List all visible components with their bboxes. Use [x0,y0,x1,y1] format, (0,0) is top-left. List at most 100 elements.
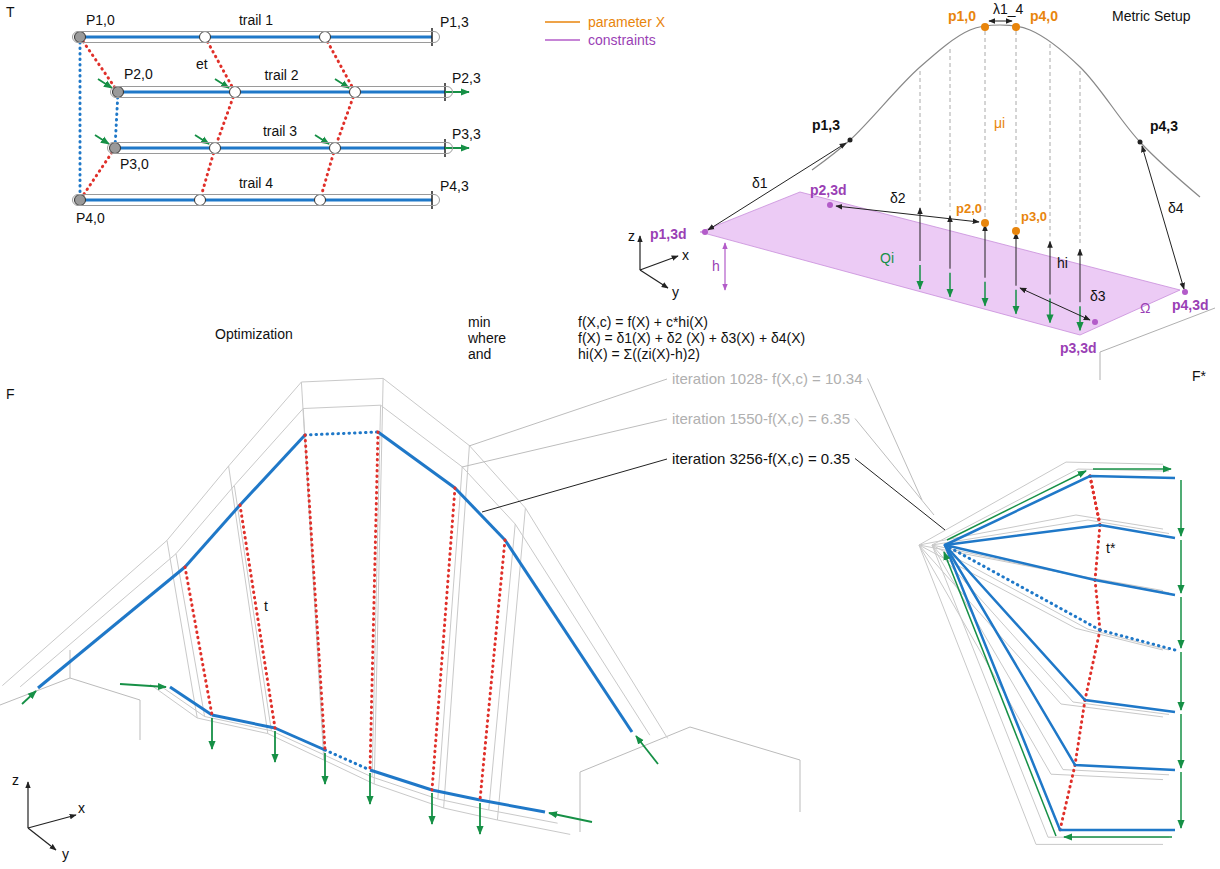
hanger [432,488,455,790]
target-point [1092,319,1098,325]
label: δ2 [890,190,906,206]
legend-text: constraints [588,32,656,48]
trail-node [320,32,331,43]
hanger [185,567,212,715]
trail-node [195,195,206,206]
load-vector [1180,597,1182,648]
label: T [6,4,15,20]
load-vector [1180,480,1182,536]
trail-dotted-link [115,92,118,148]
trail-label: trail 2 [110,67,453,83]
projection-line [920,71,921,203]
start-node [75,195,86,206]
label: P1,0 [86,12,115,28]
label: iteration 1550-f(X,c) = 6.35 [672,410,850,427]
force-arrow [1064,836,1172,838]
load-arrow [369,773,371,804]
force-polygon-dotted [1075,700,1085,765]
ghost-force-line [932,545,1169,837]
height-dimension [724,243,725,290]
label: iteration 1028- f(X,c) = 10.34 [672,370,863,387]
label: δ1 [752,175,768,191]
trail-line [118,91,445,94]
label: p2,3d [810,182,847,198]
trail-label: trail 3 [107,123,453,139]
ghost-hanger [301,382,323,760]
trail-node [350,87,361,98]
ghost-hanger [229,466,268,734]
trail-tube: trail 3 [107,123,453,154]
trail-tube: trail 4 [72,175,440,206]
force-polygon-dotted [1090,476,1100,525]
deck-dotted [325,750,370,770]
load-arrow [274,731,276,762]
ghost-hanger [234,486,271,731]
label: and [468,346,491,362]
arch-segment [38,567,185,688]
label: f(X,c) = f(X) + c*hi(X) [578,314,708,330]
start-node [75,32,86,43]
trail-tube: trail 2 [110,67,453,98]
ground-outline [580,727,800,772]
parameter-point [981,23,989,31]
trail-node [200,32,211,43]
load-arrow [98,79,112,88]
distance-arrow [1142,146,1184,289]
label: et [196,56,208,72]
reaction-arrow [636,736,658,764]
leader-line [482,459,667,512]
label: Optimization [215,326,293,342]
deviation-edge [335,92,355,148]
load-arrow [211,718,213,749]
trail-node [210,143,221,154]
load-arrow [324,753,326,784]
distance-arrow [989,21,1012,22]
load-vector [1180,540,1182,593]
load-vector [1180,714,1182,768]
force-polygon-dotted [1085,630,1100,700]
label: z [12,772,19,788]
label: F [6,386,15,402]
deck-segment [170,687,212,715]
force-arrow [947,471,1086,540]
label: P3,3 [452,126,481,142]
arch-dotted [305,432,378,435]
leader-line [855,459,945,531]
distance-arrow [708,143,846,230]
parameter-point [1012,227,1020,235]
trail-node [330,143,341,154]
arch-segment [505,540,632,732]
label: y [672,284,679,300]
height-arrow [985,225,986,278]
deviation-edge [215,92,235,148]
trail-label: trail 4 [72,175,440,191]
deck-segment [212,715,275,728]
ghost-hanger [167,540,197,718]
ghost-hanger [438,467,462,799]
projection-line [985,31,986,220]
ghost-force-line [919,545,1163,844]
height-arrow [1080,249,1081,302]
label: p4,3d [1172,297,1209,313]
hanger [370,432,378,770]
label: F* [1192,368,1206,384]
leader-line [469,379,667,446]
deviation-edge [320,148,335,200]
ground-outline [1100,308,1215,352]
leader-line [855,419,934,516]
label: h [712,258,720,274]
force-line [945,476,1175,545]
label: Metric Setup [1112,8,1191,24]
ground-outline [0,678,140,740]
force-arrow [1093,468,1171,470]
parameter-point [981,219,989,227]
trail-outline [110,86,453,98]
trail-outline [72,31,440,43]
label: p4,0 [1030,8,1058,24]
axis-arrow [27,782,28,828]
label: x [78,800,85,816]
label: P4,3 [440,178,469,194]
hanger [480,540,505,800]
load-vector [1180,772,1182,828]
